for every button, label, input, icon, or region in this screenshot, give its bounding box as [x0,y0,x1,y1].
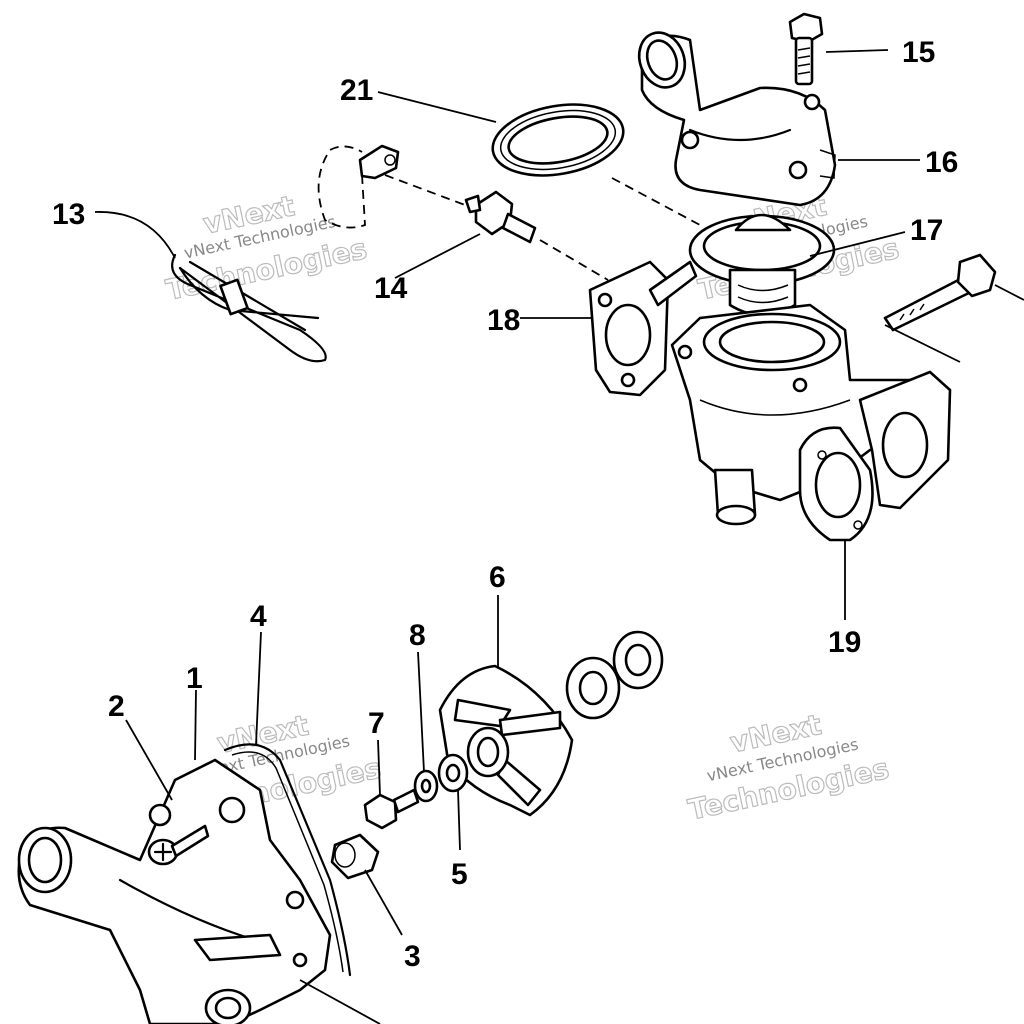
part-14-temperature-sender [464,190,537,244]
callout-7: 7 [368,707,385,740]
leader-lines [94,49,920,936]
part-18-housing-body [588,260,952,526]
part-15-thermostat [688,213,836,317]
callout-5: 5 [451,858,468,891]
watermark-bottom-right: vNext vNext Technologies Technologies [685,707,893,827]
callout-17: 15 [902,36,935,69]
callout-8: 8 [409,619,426,652]
callout-labels: 15 16 17 21 13 14 18 19 6 8 7 4 1 2 5 3 [52,36,958,973]
part-21-sealing-ring [491,103,625,177]
part-5-washer [437,753,469,793]
part-17-bolt [788,12,824,86]
watermark-top-left: vNext vNext Technologies Technologies [163,189,371,308]
part-2-screw [147,824,210,866]
part-13-cable-tie [171,253,327,363]
callout-21: 21 [340,74,373,107]
assembly-line-thermostat [611,177,701,226]
callout-13: 13 [52,198,85,231]
part-4-gasket-strip [223,743,352,977]
callout-18: 18 [487,304,520,337]
long-bolt [883,253,1024,363]
callout-15: 17 [910,214,943,247]
callout-2: 2 [108,690,125,723]
callout-1: 1 [186,662,203,695]
part-8-washer [413,769,439,803]
part-16-thermostat-housing [637,31,837,207]
callout-4: 4 [250,600,267,633]
callout-16: 16 [925,146,958,179]
callout-14: 14 [374,272,408,305]
assembly-line-sender-wire [384,174,466,206]
part-7-bolt [363,788,420,830]
callout-6: 6 [489,561,506,594]
assembly-line-sender [539,239,609,281]
callout-19: 19 [828,626,861,659]
part-19-gasket [798,426,874,542]
part-1-pump-cover [17,758,381,1024]
wire-connector [317,144,400,229]
part-3-sleeve [330,833,380,880]
washer-pair [565,630,664,720]
callout-3: 3 [404,940,421,973]
part-6-impeller [438,664,574,817]
